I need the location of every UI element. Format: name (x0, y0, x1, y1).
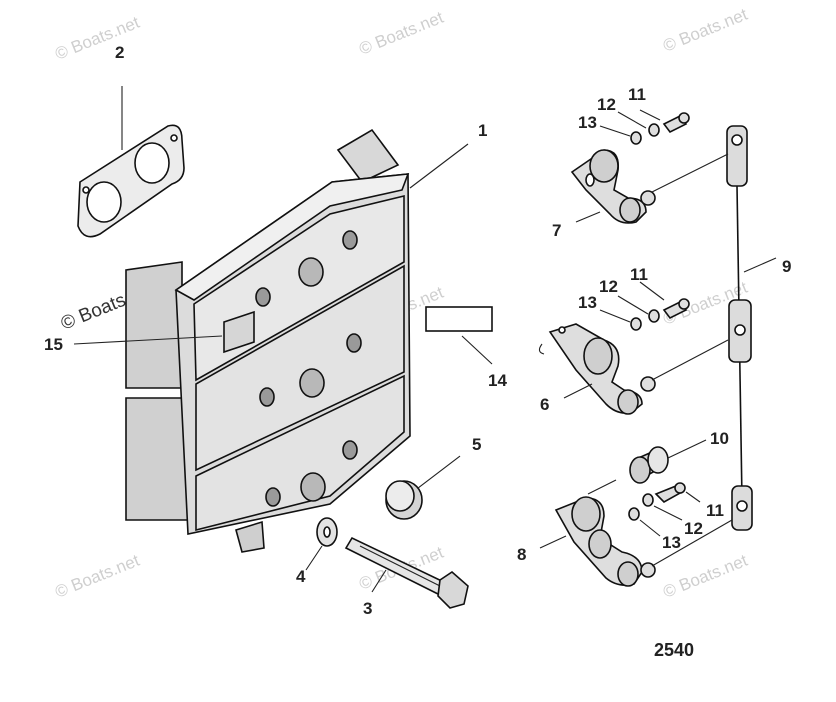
callout-label: 13 (662, 533, 681, 552)
callout-label: 10 (710, 429, 729, 448)
callout-label: 9 (782, 257, 791, 276)
hardware-bottom (628, 482, 686, 521)
watermark: © Boats.net (52, 551, 142, 602)
decal-part (425, 306, 493, 332)
callout-label: 4 (296, 567, 306, 586)
callouts: 1 2 3 4 5 6 7 8 9 10 11 12 13 14 15 11 1… (44, 43, 791, 618)
figure-number: 2540 (654, 640, 694, 660)
gasket-part (77, 124, 185, 238)
callout-label: 15 (44, 335, 63, 354)
leader-lines (73, 86, 777, 593)
callout-label: 12 (597, 95, 616, 114)
callout-label: 12 (599, 277, 618, 296)
lever-8-part (554, 479, 656, 587)
callout-label: 3 (363, 599, 372, 618)
callout-label: 11 (706, 501, 724, 520)
bolt-part (344, 536, 469, 609)
watermark: © Boats.net (660, 5, 750, 56)
plug-part (385, 480, 423, 520)
callout-label: 2 (115, 43, 124, 62)
lever-6-part (538, 323, 656, 415)
callout-label: 11 (628, 85, 646, 104)
hardware-middle (630, 298, 690, 331)
callout-label: 13 (578, 113, 597, 132)
callout-label: 1 (478, 121, 487, 140)
callout-label: 12 (684, 519, 703, 538)
link-rod-part (726, 125, 753, 531)
main-block-part (125, 128, 411, 553)
bushing-part (629, 446, 669, 484)
watermark: © Boats.net (52, 13, 142, 64)
callout-label: 11 (630, 265, 648, 284)
hardware-top (630, 112, 690, 145)
callout-label: 5 (472, 435, 481, 454)
callout-label: 6 (540, 395, 549, 414)
watermark: © Boats.net (660, 551, 750, 602)
callout-label: 13 (578, 293, 597, 312)
callout-label: 14 (488, 371, 507, 390)
lever-7-part (570, 149, 656, 224)
callout-label: 8 (517, 545, 526, 564)
washer-part (316, 517, 338, 547)
watermark: © Boats.net (356, 8, 446, 59)
callout-label: 7 (552, 221, 561, 240)
